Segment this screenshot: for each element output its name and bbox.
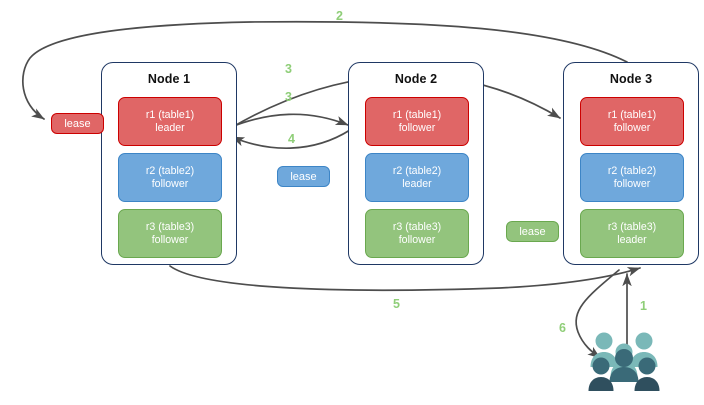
- replica-role: follower: [398, 121, 436, 134]
- replica-role: follower: [398, 233, 436, 246]
- node-box-1[interactable]: Node 1 r1 (table1) leader r2 (table2) fo…: [101, 62, 237, 265]
- replica-role: follower: [151, 177, 189, 190]
- step-label-3-node3: 3: [285, 62, 292, 76]
- replica-chip[interactable]: r3 (table3) leader: [580, 209, 684, 258]
- step-label-6: 6: [559, 321, 566, 335]
- replica-chip[interactable]: r2 (table2) follower: [580, 153, 684, 202]
- replica-chip[interactable]: r2 (table2) follower: [118, 153, 222, 202]
- replica-name: r2 (table2): [392, 164, 442, 177]
- replica-role: follower: [151, 233, 189, 246]
- replica-name: r2 (table2): [607, 164, 657, 177]
- step-label-2: 2: [336, 9, 343, 23]
- step-label-5: 5: [393, 297, 400, 311]
- replica-name: r1 (table1): [392, 108, 442, 121]
- lease-badge-r1[interactable]: lease: [51, 113, 104, 134]
- node-box-2[interactable]: Node 2 r1 (table1) follower r2 (table2) …: [348, 62, 484, 265]
- replica-role: leader: [155, 121, 185, 134]
- replica-chip[interactable]: r3 (table3) follower: [118, 209, 222, 258]
- step-label-1: 1: [640, 299, 647, 313]
- replica-role: follower: [613, 121, 651, 134]
- replica-name: r2 (table2): [145, 164, 195, 177]
- edge-step-3-node2: [223, 113, 349, 131]
- replica-name: r1 (table1): [607, 108, 657, 121]
- replica-chip[interactable]: r2 (table2) leader: [365, 153, 469, 202]
- node-title: Node 2: [394, 72, 438, 86]
- lease-badge-r3[interactable]: lease: [506, 221, 559, 242]
- replica-chip[interactable]: r1 (table1) follower: [365, 97, 469, 146]
- lease-badge-r2[interactable]: lease: [277, 166, 330, 187]
- clients-people-icon: [588, 330, 662, 397]
- step-label-4: 4: [288, 132, 295, 146]
- replica-role: leader: [402, 177, 432, 190]
- node-title: Node 1: [147, 72, 191, 86]
- replica-role: follower: [613, 177, 651, 190]
- node-title: Node 3: [609, 72, 653, 86]
- replica-name: r3 (table3): [145, 220, 195, 233]
- replica-chip[interactable]: r1 (table1) follower: [580, 97, 684, 146]
- replica-chip[interactable]: r1 (table1) leader: [118, 97, 222, 146]
- edge-step-5: [169, 265, 641, 292]
- node-box-3[interactable]: Node 3 r1 (table1) follower r2 (table2) …: [563, 62, 699, 265]
- replica-name: r1 (table1): [145, 108, 195, 121]
- replica-role: leader: [617, 233, 647, 246]
- replica-name: r3 (table3): [392, 220, 442, 233]
- step-label-3-node2: 3: [285, 90, 292, 104]
- replica-chip[interactable]: r3 (table3) follower: [365, 209, 469, 258]
- replica-name: r3 (table3): [607, 220, 657, 233]
